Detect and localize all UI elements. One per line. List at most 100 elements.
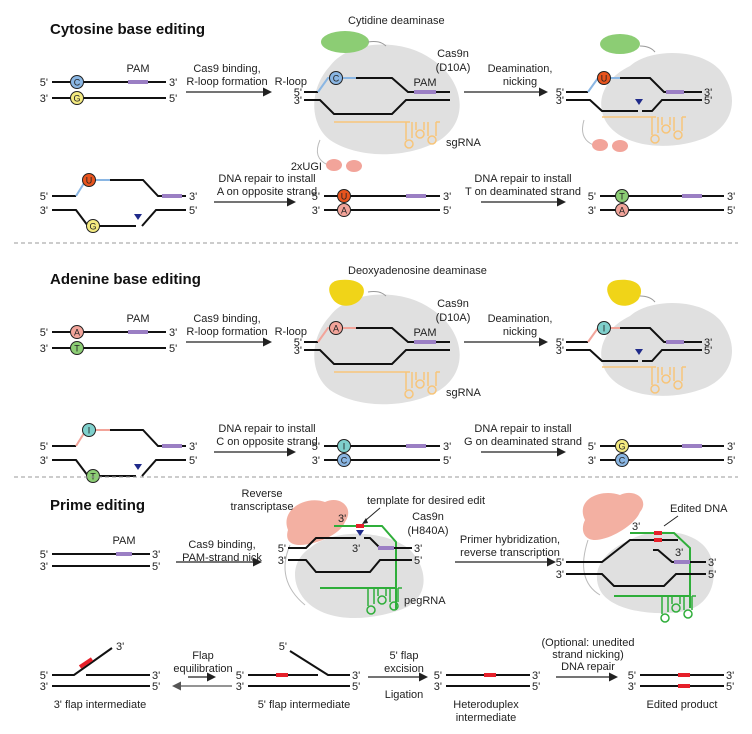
- abe-title: Adenine base editing: [50, 271, 201, 288]
- pe-s3-rt: [582, 492, 644, 540]
- cbe-r2b-ends-left-3: 3': [312, 205, 320, 217]
- cbe-s3-base-letter: U: [601, 74, 608, 84]
- cbe-r2c-base-top-circle: [615, 189, 629, 203]
- pe-arrow1-label: PAM-strand nick: [182, 552, 262, 564]
- pe-het-ends-left-3: 3': [434, 681, 442, 693]
- pe-s3-pegrna-loop2: [660, 613, 670, 623]
- cbe-r2c-ends-left-5: 5': [588, 191, 596, 203]
- pe-s2-template-label: template for desired edit: [367, 495, 485, 507]
- abe-arrow4-label: DNA repair to install: [474, 423, 571, 435]
- pe-flap3-ends-right-3: 3': [152, 670, 160, 682]
- pe-het-caption: Heteroduplex: [453, 699, 519, 711]
- abe-arrow1-label: R-loop formation: [186, 326, 267, 338]
- pe-ligation-label: Ligation: [385, 689, 424, 701]
- cbe-r2b-base-bottom-letter: A: [341, 206, 347, 216]
- pe-s2-rt-linker: [284, 544, 306, 606]
- pe-repair-arrow-head: [609, 672, 618, 682]
- pe-prod-caption: Edited product: [647, 699, 718, 711]
- abe-r2-bottom-left: [52, 459, 136, 477]
- pe-s3-bottom: [566, 573, 706, 587]
- pe-het-caption: intermediate: [456, 712, 517, 724]
- abe-arrow3-label: DNA repair to install: [218, 423, 315, 435]
- abe-s2-ends-left-3: 3': [294, 345, 302, 357]
- pe-flap5-caption: 5' flap intermediate: [258, 699, 351, 711]
- abe-s1-ends-left-5: 5': [40, 327, 48, 339]
- cbe-s2-ugi-label: 2xUGI: [291, 161, 322, 173]
- abe-arrow2-head: [539, 337, 548, 347]
- abe-r2c-base-top-letter: G: [618, 442, 625, 452]
- cbe-s1-pam-label: PAM: [126, 63, 149, 75]
- pe-arrow2-head: [547, 557, 556, 567]
- cbe-arrow1-label: Cas9 binding,: [193, 63, 260, 75]
- abe-s2-cas9-label: Cas9n: [437, 298, 469, 310]
- pe-repair-label: DNA repair: [561, 661, 615, 673]
- cbe-r2-nick: [134, 214, 142, 220]
- pe-s2-rt-label: Reverse: [242, 488, 283, 500]
- pe-flap3-end: 3': [116, 641, 124, 653]
- pe-s1-ends-right-3: 3': [152, 549, 160, 561]
- abe-r2-nick: [134, 464, 142, 470]
- cbe-r2-base-bottom-letter: G: [89, 222, 96, 232]
- cbe-s1-base-top-letter: C: [74, 78, 81, 88]
- pe-s2-top-left: [288, 537, 356, 549]
- cbe-s2-sgrna-loop2: [404, 139, 414, 149]
- pe-flap5-ends-right-3: 3': [352, 670, 360, 682]
- cbe-s3-sgrna-stem3: [661, 117, 671, 125]
- abe-r2b-ends-right-5: 5': [443, 455, 451, 467]
- abe-r2b-base-top-letter: I: [343, 442, 346, 452]
- abe-s3-bottom-right: [642, 349, 702, 362]
- abe-r2b-ends-right-3: 3': [443, 441, 451, 453]
- cbe-r2b-ends-left-5: 5': [312, 191, 320, 203]
- cbe-s2-rloop-label: R-loop: [275, 76, 307, 88]
- pe-flap-arrow-label: equilibration: [173, 663, 232, 675]
- abe-s1-base-bottom-circle: [70, 341, 84, 355]
- abe-r2-ends-left-5: 5': [40, 441, 48, 453]
- cbe-r2c-ends-left-3: 3': [588, 205, 596, 217]
- abe-r2-ends-left-3: 3': [40, 455, 48, 467]
- cbe-r2-base-top-circle: [82, 173, 96, 187]
- cbe-s2-deaminase: [321, 31, 369, 53]
- pe-s2-pegrna-stem3: [377, 588, 387, 596]
- cbe-s1-base-bottom-letter: G: [73, 94, 80, 104]
- cbe-s1-base-top-circle: [70, 75, 84, 89]
- pe-flap3-ends-right-5: 5': [152, 681, 160, 693]
- cbe-arrow1-head: [263, 87, 272, 97]
- pe-s2-cas9-body: [294, 533, 424, 619]
- abe-arrow1-head: [263, 337, 272, 347]
- cbe-s1-ends-right-5: 5': [169, 93, 177, 105]
- pe-excision-arrow-head: [419, 672, 428, 682]
- cbe-arrow1-label: R-loop formation: [186, 76, 267, 88]
- abe-s1-ends-right-3: 3': [169, 327, 177, 339]
- pe-arrow2-label: Primer hybridization,: [460, 534, 560, 546]
- cbe-s2-ugi-2: [346, 160, 362, 172]
- abe-s2-cas9-label: (D10A): [436, 312, 471, 324]
- cbe-r2-ends-right-3: 3': [189, 191, 197, 203]
- cbe-s2-sgrna-stem4: [427, 122, 437, 136]
- pe-arrow1-head: [253, 557, 262, 567]
- cbe-r2b-base-top-circle: [337, 189, 351, 203]
- abe-s2-base-letter: A: [333, 324, 339, 334]
- cbe-r2-top-strand: [110, 179, 186, 197]
- abe-s2-deaminase: [329, 279, 364, 306]
- abe-s3-bottom-left: [566, 349, 638, 362]
- abe-s1-base-top-circle: [70, 325, 84, 339]
- abe-r2b-base-bottom-letter: C: [341, 456, 348, 466]
- cbe-r2-ends-left-5: 5': [40, 191, 48, 203]
- abe-s1-ends-right-5: 5': [169, 343, 177, 355]
- cbe-s2-sgrna-stem3: [415, 122, 425, 130]
- pe-s3-pegrna-stem4: [683, 596, 693, 610]
- cbe-arrow4-head: [557, 197, 566, 207]
- pe-s3-pegrna-loop1: [671, 603, 681, 613]
- pe-s3-ends-left-3: 3': [556, 569, 564, 581]
- abe-r2-top-strand: [110, 429, 186, 447]
- cbe-r2-bottom-right: [141, 209, 186, 227]
- pe-s2-cas9-label: Cas9n: [412, 511, 444, 523]
- pe-s2-rt: [286, 500, 349, 545]
- pe-s2-pegrna-loop2: [366, 605, 376, 615]
- pe-s2-pegrna-stem4: [389, 588, 399, 602]
- pe-s2-template-pointer-head: [362, 518, 368, 524]
- abe-r2c-base-bottom-circle: [615, 453, 629, 467]
- cbe-s3-ends-right-3: 3': [704, 87, 712, 99]
- abe-s2-sgrna-loop1: [415, 379, 425, 389]
- abe-r2-base-bottom-circle: [86, 469, 100, 483]
